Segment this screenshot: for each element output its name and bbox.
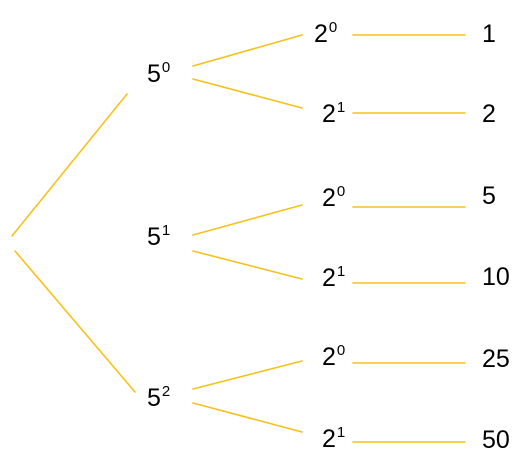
node-base: 2 (322, 425, 336, 453)
node-exponent: 0 (336, 342, 346, 359)
node-2-pow-0-a: 20 (314, 19, 338, 48)
node-base: 2 (322, 264, 336, 292)
branch-5-pow-2-to-2-pow-1 (192, 402, 303, 433)
node-exponent: 1 (336, 99, 346, 116)
result-1: 1 (482, 20, 496, 48)
node-base: 2 (322, 100, 336, 128)
node-base: 5 (147, 60, 161, 88)
node-2-pow-0-b: 20 (322, 183, 346, 212)
node-exponent: 2 (161, 383, 171, 400)
node-base: 2 (314, 20, 328, 48)
node-base: 5 (147, 384, 161, 412)
branch-5-pow-1-to-2-pow-0 (192, 204, 303, 236)
node-2-pow-0-c: 20 (322, 342, 346, 371)
result-2: 2 (482, 100, 496, 128)
node-5-pow-2: 52 (147, 383, 171, 412)
branch-5-pow-1-to-2-pow-1 (192, 250, 303, 280)
branch-5-pow-0-to-2-pow-1 (192, 78, 303, 109)
node-5-pow-0: 50 (147, 59, 171, 88)
node-2-pow-1-c: 21 (322, 424, 346, 453)
node-base: 2 (322, 184, 336, 212)
result-5: 5 (482, 182, 496, 210)
result-50: 50 (482, 426, 510, 454)
result-10: 10 (482, 263, 510, 291)
branch-root-to-5-pow-0 (11, 93, 128, 237)
node-exponent: 1 (336, 263, 346, 280)
branch-root-to-5-pow-2 (14, 250, 136, 393)
node-base: 5 (147, 223, 161, 251)
node-2-pow-1-b: 21 (322, 263, 346, 292)
branch-lines (11, 34, 466, 443)
node-5-pow-1: 51 (147, 222, 171, 251)
result-25: 25 (482, 345, 510, 373)
node-2-pow-1-a: 21 (322, 99, 346, 128)
node-exponent: 0 (161, 59, 171, 76)
node-exponent: 0 (336, 183, 346, 200)
node-exponent: 1 (161, 222, 171, 239)
branch-5-pow-2-to-2-pow-0 (192, 360, 303, 390)
node-base: 2 (322, 343, 336, 371)
branch-5-pow-0-to-2-pow-0 (192, 34, 303, 67)
node-exponent: 1 (336, 424, 346, 441)
node-exponent: 0 (328, 19, 338, 36)
